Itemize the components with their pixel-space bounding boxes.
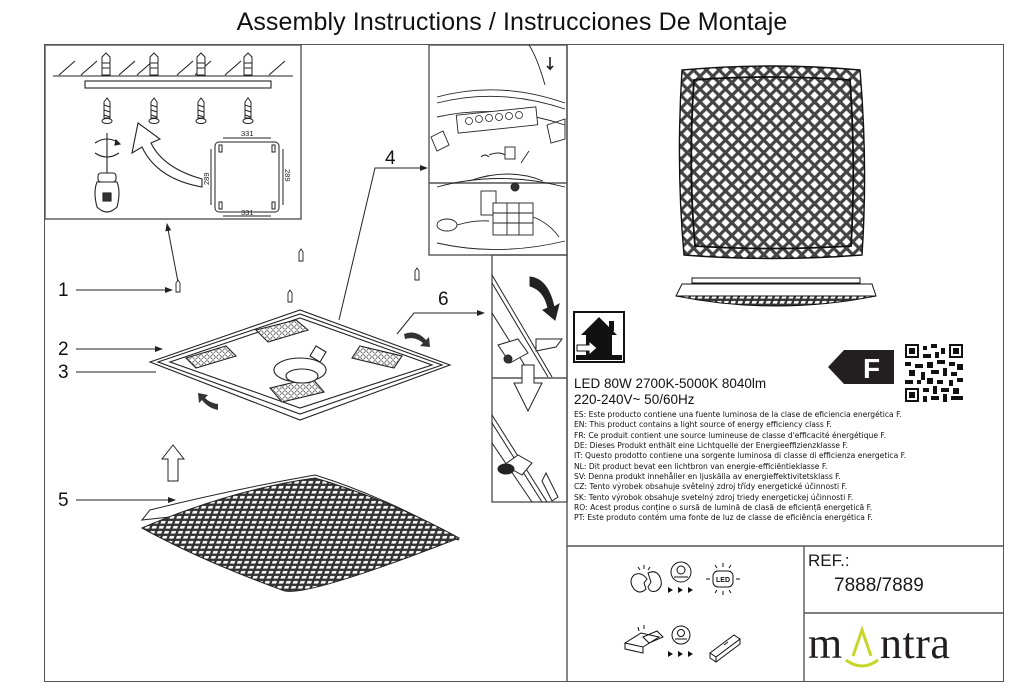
callout-1: 1 bbox=[58, 280, 69, 301]
curved-arrow-icon bbox=[131, 122, 203, 188]
specs-power-line: LED 80W 2700K-5000K 8040lm bbox=[574, 376, 767, 391]
notice-nl: NL: Dit product bevat een lichtbron van … bbox=[574, 461, 828, 471]
screw-icon bbox=[242, 97, 254, 124]
notice-es: ES: Este producto contiene una fuente lu… bbox=[574, 410, 902, 419]
product-specs: LED 80W 2700K-5000K 8040lm 220-240V~ 50/… bbox=[574, 376, 766, 408]
page-title: Assembly Instructions / Instrucciones De… bbox=[236, 8, 788, 36]
template-width-bottom: 331 bbox=[241, 208, 254, 217]
notice-it: IT: Questo prodotto contiene una sorgent… bbox=[574, 451, 907, 461]
brand-name-right: ntra bbox=[880, 619, 951, 668]
wall-plug-icon bbox=[243, 52, 253, 76]
notice-fr: FR: Ce produit contient une source lumin… bbox=[574, 430, 886, 440]
callout-6: 6 bbox=[438, 289, 449, 310]
notice-sv: SV: Denna produkt innehåller en ljuskäll… bbox=[574, 472, 841, 482]
wall-plug-icon bbox=[196, 52, 206, 76]
base-plate bbox=[148, 309, 452, 421]
led-label: LED bbox=[716, 577, 730, 584]
specs-voltage-line: 220-240V~ 50/60Hz bbox=[574, 392, 695, 407]
notice-en: EN: This product contains a light source… bbox=[574, 420, 832, 430]
diffuser-shade bbox=[140, 474, 461, 592]
brand-name-left: m bbox=[808, 619, 843, 668]
wall-plug-icon bbox=[149, 52, 159, 76]
screw-icon bbox=[148, 97, 160, 124]
technician-icon bbox=[671, 625, 691, 645]
ceiling-mounting-inset: 331 331 289 289 bbox=[53, 52, 293, 217]
callout-2: 2 bbox=[58, 339, 69, 360]
screw-icon bbox=[195, 97, 207, 124]
template-height-right: 289 bbox=[283, 169, 292, 182]
up-arrow-icon bbox=[160, 444, 186, 482]
play-arrows bbox=[668, 651, 693, 657]
callout-5: 5 bbox=[58, 490, 69, 511]
technician-icon bbox=[670, 561, 692, 583]
callout-4: 4 bbox=[385, 148, 396, 169]
notice-ro: RO: Acest produs conține o sursă de lumi… bbox=[574, 503, 873, 513]
product-top-view bbox=[678, 65, 866, 260]
energy-class-letter: F bbox=[863, 353, 880, 384]
ref-value: 7888/7889 bbox=[834, 575, 924, 596]
template-width-top: 331 bbox=[241, 129, 254, 138]
floating-wall-plugs bbox=[175, 248, 420, 303]
wall-plugs bbox=[101, 52, 253, 76]
notice-pt: PT: Este produto contém uma fonte de luz… bbox=[574, 513, 873, 523]
ref-label: REF.: bbox=[808, 551, 850, 570]
leader-4 bbox=[338, 165, 428, 321]
notice-cz: CZ: Tento výrobek obsahuje světelný zdro… bbox=[574, 482, 848, 492]
plug-to-inset-arrow bbox=[165, 223, 179, 283]
wiring-inset bbox=[430, 44, 566, 250]
drilling-template bbox=[210, 137, 284, 217]
notice-sk: SK: Tento výrobok obsahuje svetelný zdro… bbox=[574, 492, 854, 502]
new-driver-icon bbox=[709, 634, 741, 663]
replacement-pictograms: LED bbox=[623, 561, 741, 663]
screw-icon bbox=[101, 97, 113, 124]
broken-led-icon bbox=[630, 565, 662, 593]
notice-de: DE: Dieses Produkt enthält eine Lichtque… bbox=[574, 441, 848, 451]
template-height-left: 289 bbox=[202, 172, 211, 185]
qr-code-icon[interactable] bbox=[905, 344, 963, 402]
broken-driver-icon bbox=[623, 625, 664, 654]
product-side-view bbox=[675, 277, 877, 307]
screws bbox=[101, 97, 254, 124]
leader-6 bbox=[396, 310, 485, 335]
clip-inset bbox=[491, 274, 563, 503]
brand-smile-icon bbox=[845, 625, 879, 668]
rotate-arrow-icon bbox=[198, 332, 430, 410]
new-led-icon bbox=[706, 563, 740, 595]
mounting-bar bbox=[84, 80, 272, 89]
brand-logo: m ntra bbox=[806, 616, 978, 672]
play-arrows bbox=[668, 587, 693, 593]
ceiling-hatch bbox=[58, 60, 286, 76]
energy-notice-list: ES: Este producto contiene una fuente lu… bbox=[574, 410, 906, 524]
screwdriver-icon bbox=[94, 133, 122, 213]
wall-plug-icon bbox=[101, 52, 111, 76]
indoor-use-house-icon bbox=[573, 311, 625, 363]
energy-class-badge: F bbox=[828, 350, 894, 384]
callout-3: 3 bbox=[58, 362, 69, 383]
